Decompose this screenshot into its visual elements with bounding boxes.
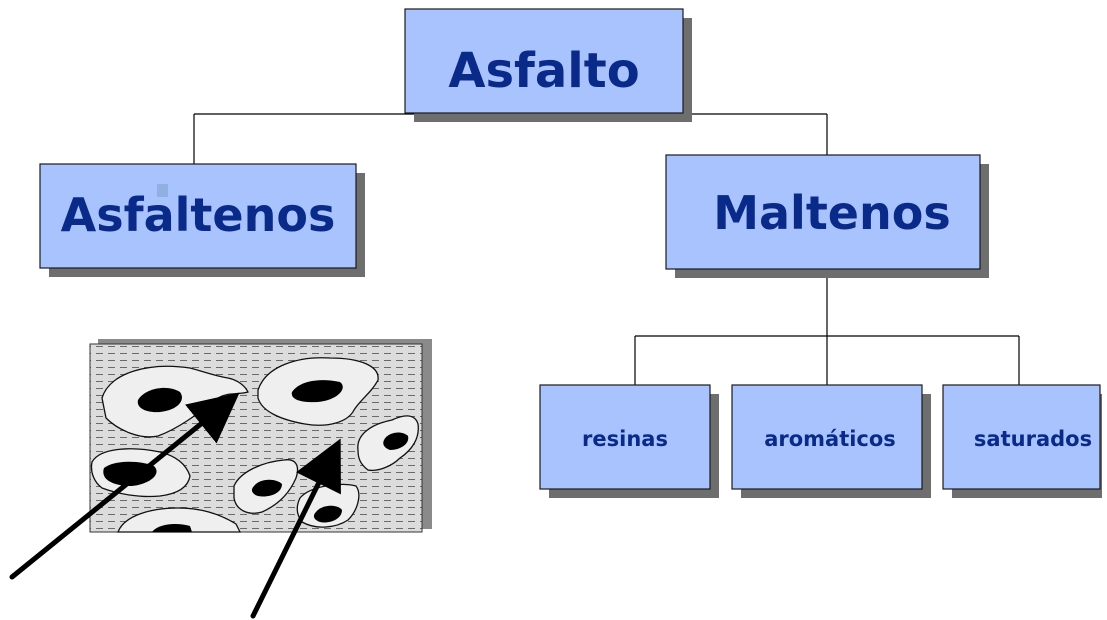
asphaltene-core xyxy=(383,432,409,450)
arrow-to-asphaltene-particle xyxy=(9,392,240,580)
node-resinas-box xyxy=(539,384,711,490)
asphaltene-core xyxy=(291,380,343,403)
asphaltene-core xyxy=(137,387,182,413)
node-asfalto-box xyxy=(404,8,684,114)
node-asfalto-label: Asfalto xyxy=(448,43,639,99)
node-asfalto: Asfalto xyxy=(404,8,692,122)
node-asfaltenos: Asfaltenos xyxy=(39,163,365,277)
node-asfaltenos-box xyxy=(39,163,357,269)
node-asfaltenos-highlight-mark xyxy=(157,184,168,197)
asphaltene-core xyxy=(313,505,342,523)
node-resinas-label: resinas xyxy=(582,427,668,451)
arrow-to-maltene-matrix xyxy=(250,438,341,619)
node-resinas: resinas xyxy=(539,384,719,498)
node-aromaticos-label: aromáticos xyxy=(764,427,896,451)
node-saturados-box xyxy=(942,384,1101,490)
node-asfaltenos-label: Asfaltenos xyxy=(61,188,336,242)
pointer-arrows xyxy=(9,392,341,619)
node-maltenos-box xyxy=(665,154,981,270)
asphaltene-particle xyxy=(117,507,242,533)
node-saturados: saturados xyxy=(942,384,1102,498)
node-saturados-label: saturados xyxy=(974,427,1092,451)
asphaltene-core xyxy=(152,524,192,532)
node-aromaticos: aromáticos xyxy=(731,384,931,498)
asphaltene-micelle-illustration xyxy=(89,339,432,533)
node-maltenos-label: Maltenos xyxy=(713,186,951,240)
node-maltenos: Maltenos xyxy=(665,154,989,278)
asphaltene-core xyxy=(251,479,282,497)
node-aromaticos-box xyxy=(731,384,923,490)
